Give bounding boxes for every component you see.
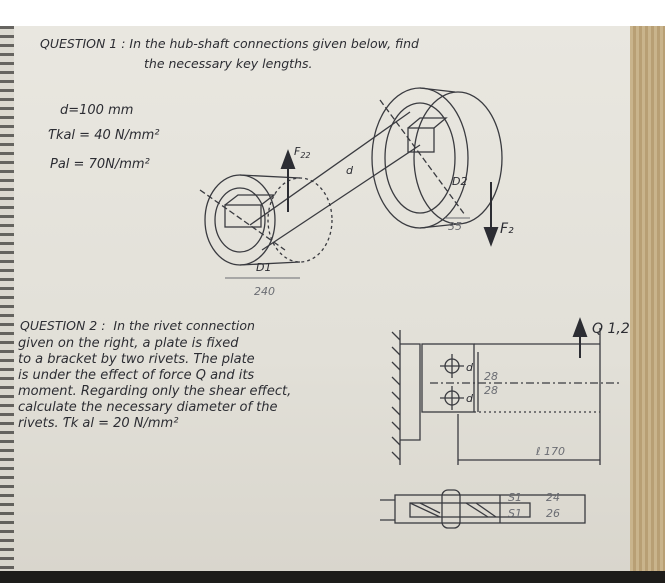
hub-d1-label: D1 xyxy=(256,261,272,274)
question2-heading: QUESTION 2 : In the rivet connection xyxy=(20,318,255,333)
q-force-label: Q 1,2 xyxy=(592,321,630,337)
dim-s1-bottom-label: S1 xyxy=(508,507,522,520)
dim-26-label: 26 xyxy=(546,507,560,520)
rivet-d2-label: d xyxy=(466,392,473,405)
dim-s1-top-label: S1 xyxy=(508,491,522,504)
force2-label: F₂ xyxy=(500,221,514,237)
dim-28b-label: 28 xyxy=(484,384,498,397)
question2-line: rivets. Ƭk al = 20 N/mm² xyxy=(18,416,179,431)
cardboard-edge xyxy=(630,26,665,571)
given-surface-pressure: Pal = 70N/mm² xyxy=(50,157,150,172)
hub-d2-label: D2 xyxy=(452,175,468,188)
notebook-page xyxy=(0,26,640,571)
question2-line: to a bracket by two rivets. The plate xyxy=(18,352,255,367)
force1-label: F22 xyxy=(294,145,311,161)
dim-24-label: 24 xyxy=(546,491,560,504)
dim-170-label: ℓ 170 xyxy=(536,445,566,458)
question2-line: is under the effect of force Q and its xyxy=(18,368,255,383)
dim-240-label: 240 xyxy=(254,285,275,298)
dim-35-label: 35 xyxy=(448,220,462,233)
given-diameter: d=100 mm xyxy=(60,103,134,118)
rivet-d1-label: d xyxy=(466,361,473,374)
question2-line: given on the right, a plate is fixed xyxy=(18,336,239,351)
table-edge xyxy=(0,571,665,583)
top-white-strip xyxy=(0,0,665,26)
question2-line: moment. Regarding only the shear effect, xyxy=(18,384,292,399)
question1-line1: QUESTION 1 : In the hub-shaft connection… xyxy=(40,36,419,51)
shaft-d-label: d xyxy=(346,164,353,177)
given-shear-stress: Ƭkal = 40 N/mm² xyxy=(48,128,160,143)
question2-line: calculate the necessary diameter of the xyxy=(18,400,278,415)
spiral-binding xyxy=(0,26,14,571)
dim-28a-label: 28 xyxy=(484,370,498,383)
question2-body: given on the right, a plate is fixed to … xyxy=(18,336,291,432)
question1-line2: the necessary key lengths. xyxy=(144,56,313,71)
